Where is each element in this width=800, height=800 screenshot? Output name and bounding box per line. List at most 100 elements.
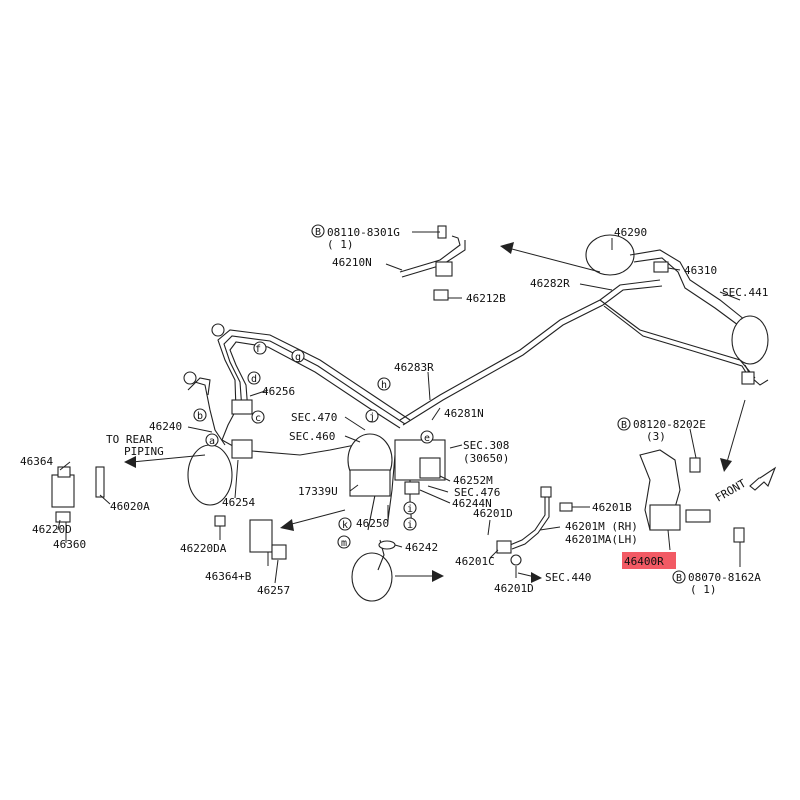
bolt-ref-08120: 08120-8202E [633, 418, 706, 431]
marker-d: d [251, 374, 257, 385]
label-17339U: 17339U [298, 485, 338, 498]
washer-46201D [510, 554, 522, 566]
bracket-46210N [435, 261, 453, 277]
drum-sec441 [731, 315, 769, 365]
label-46220D: 46220D [32, 523, 72, 536]
callout-sec476: SEC.476 [454, 486, 500, 499]
label-46360: 46360 [53, 538, 86, 551]
bushing-46257 [271, 544, 287, 560]
label-46290: 46290 [614, 226, 647, 239]
arrows [124, 242, 777, 583]
label-46201D-b: 46201D [494, 582, 534, 595]
part-labels: B 08110-8301G ( 1) 46210N 46212B 46290 4… [20, 226, 768, 597]
callout-piping: PIPING [124, 445, 164, 458]
label-46212B: 46212B [466, 292, 506, 305]
front-arrow-icon [749, 466, 777, 491]
valve-46364B [249, 519, 273, 553]
label-46201D-a: 46201D [473, 507, 513, 520]
hose-end-46201D [540, 486, 552, 498]
marker-k: k [342, 520, 348, 531]
bolt-08120 [689, 457, 701, 473]
right-hose-group [496, 486, 573, 566]
label-46250: 46250 [356, 517, 389, 530]
label-46201MA: 46201MA(LH) [565, 533, 638, 546]
clip-46201B [559, 502, 573, 512]
fitting-46252M [419, 457, 441, 479]
fitting-46244N [404, 481, 420, 495]
callout-sec470: SEC.470 [291, 411, 337, 424]
arrow-head-up [500, 242, 514, 254]
nut-46220D [55, 511, 71, 523]
marker-g: g [295, 352, 301, 363]
bolt-08070 [733, 527, 745, 543]
marker-h: h [381, 380, 387, 391]
lower-drum-group [351, 539, 396, 602]
clip-46242 [378, 540, 396, 550]
callout-sec460: SEC.460 [289, 430, 335, 443]
caliper-body [649, 504, 681, 531]
bolt-ref-08070: 08070-8162A [688, 571, 761, 584]
bolt-ref-code-1: B [315, 227, 321, 238]
marker-c: c [255, 413, 261, 424]
marker-i-2: i [407, 520, 413, 531]
label-46254: 46254 [222, 496, 255, 509]
callout-to-rear: TO REAR [106, 433, 153, 446]
arrow-head-sec440 [531, 572, 542, 583]
bracket-46364 [51, 474, 75, 508]
arrow-head-left [124, 456, 136, 468]
bolt-46220DA [214, 515, 226, 527]
junction-46254 [231, 439, 253, 459]
label-46020A: 46020A [110, 500, 150, 513]
bolt-ref-08120-qty: (3) [646, 430, 666, 443]
bolt-ref-08110: 08110-8301G [327, 226, 400, 239]
fitting-46310 [653, 261, 669, 273]
bracket-sec441 [741, 371, 755, 385]
label-46364B: 46364+B [205, 570, 252, 583]
hose-46210N-group [399, 225, 466, 301]
fitting-46201C [496, 540, 512, 554]
drum-46242 [351, 552, 393, 602]
label-46220DA: 46220DA [180, 542, 227, 555]
marker-circle [211, 323, 225, 337]
bolt-ref-08070-qty: ( 1) [690, 583, 717, 596]
caliper-group [639, 449, 745, 543]
marker-f: f [255, 344, 261, 355]
marker-a: a [209, 436, 215, 447]
label-46256: 46256 [262, 385, 295, 398]
callout-sec440: SEC.440 [545, 571, 591, 584]
label-46201C: 46201C [455, 555, 495, 568]
label-46210N: 46210N [332, 256, 372, 269]
valve-17339U [349, 469, 391, 497]
marker-b: b [197, 411, 203, 422]
callout-front: FRONT [713, 477, 749, 505]
arrow-head-left-2 [280, 519, 294, 531]
master-cylinder-group [347, 433, 446, 497]
label-46201M: 46201M (RH) [565, 520, 638, 533]
label-46310: 46310 [684, 264, 717, 277]
label-46400R: 46400R [624, 555, 664, 568]
leader-lines [57, 231, 741, 584]
letter-marker-labels: f g d h j b c e a i i k m [197, 344, 430, 549]
drum-46290 [585, 234, 635, 276]
label-46252M: 46252M [453, 474, 493, 487]
label-46244N: 46244N [452, 497, 492, 510]
upper-right-assembly [585, 234, 769, 386]
clip-46212B [433, 289, 449, 301]
bolt-ref-circles [311, 224, 686, 584]
letter-markers [183, 323, 434, 549]
label-46201B: 46201B [592, 501, 632, 514]
arrow-head-right [432, 570, 444, 582]
callout-sec441: SEC.441 [722, 286, 768, 299]
arrow-head-down [720, 458, 732, 472]
marker-e: e [424, 433, 430, 444]
marker-i-1: i [407, 504, 413, 515]
lower-left-valve-group [214, 515, 287, 560]
bolt-46020A [95, 466, 105, 498]
label-46242: 46242 [405, 541, 438, 554]
bracket-cap [57, 466, 71, 478]
left-drum-group [187, 377, 253, 506]
marker-j: j [369, 412, 375, 423]
label-46364: 46364 [20, 455, 53, 468]
left-bracket-group [51, 466, 105, 523]
